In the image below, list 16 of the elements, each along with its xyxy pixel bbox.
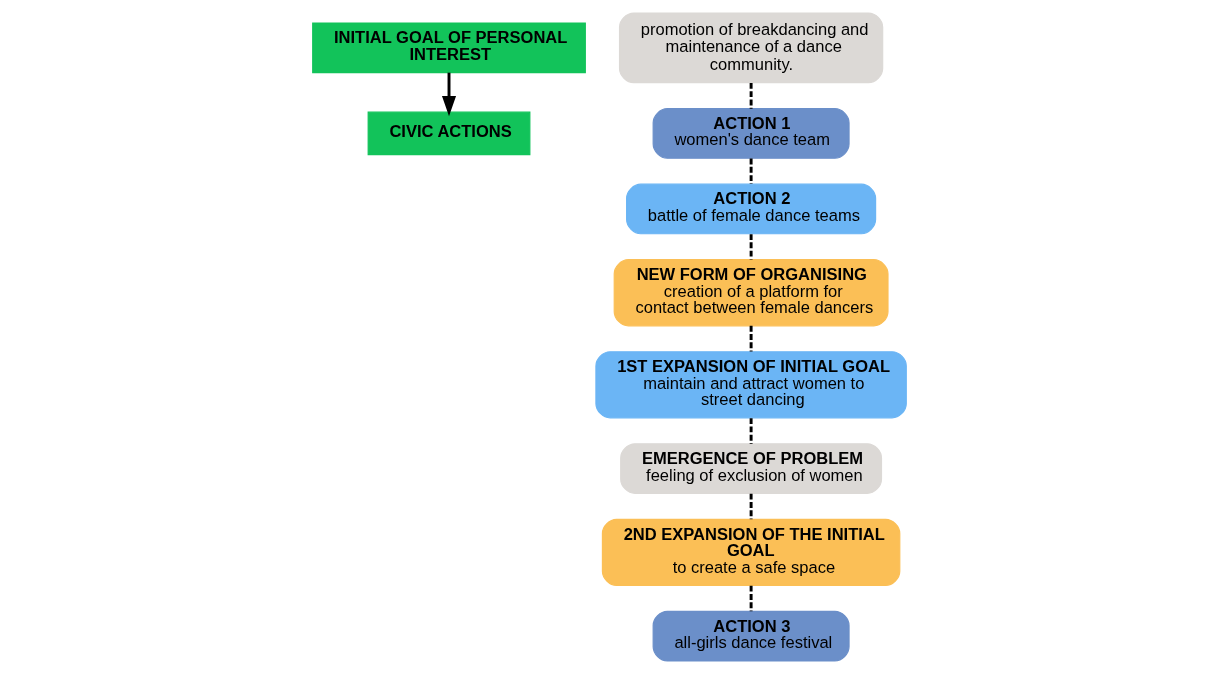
connector <box>749 82 753 109</box>
node-box: EMERGENCE OF PROBLEM feeling of exclusion of women <box>619 443 882 494</box>
connector <box>749 158 753 185</box>
node-box: NEW FORM OF ORGANISING creation of a platform for contact between female dancers <box>613 259 889 327</box>
node-box: 1ST EXPANSION OF INITIAL GOAL maintain and attract women to street dancing <box>594 351 907 419</box>
connector <box>749 234 753 260</box>
node-box: ACTION 3 all-girls dance festival <box>652 610 850 662</box>
node-box: ACTION 2 battle of female dance teams <box>625 183 876 235</box>
node-box: 2ND EXPANSION OF THE INITIAL GOAL to create a safe space <box>601 518 900 586</box>
node-box: CIVIC ACTIONS <box>367 111 530 156</box>
node-box: promotion of breakdancing and maintenance of a dance community. <box>618 12 883 84</box>
node-box: ACTION 1 women's dance team <box>652 108 850 159</box>
connector <box>749 418 753 444</box>
arrow <box>441 72 456 117</box>
connector <box>749 325 753 352</box>
node-box: INITIAL GOAL OF PERSONAL INTEREST <box>311 22 586 74</box>
